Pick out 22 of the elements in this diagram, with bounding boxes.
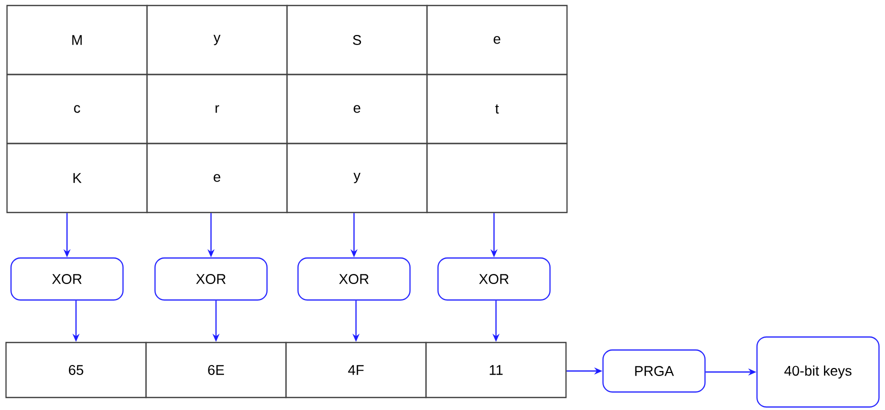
process-box: XOR bbox=[10, 257, 124, 301]
table-cell: y bbox=[286, 142, 428, 214]
table-cell: t bbox=[426, 74, 568, 144]
table-cell: 4F bbox=[285, 342, 427, 398]
table-cell: e bbox=[426, 4, 568, 76]
table-cell: e bbox=[286, 74, 428, 144]
process-box: PRGA bbox=[602, 349, 706, 393]
table-cell: 65 bbox=[5, 342, 147, 398]
table-cell: M bbox=[6, 4, 148, 76]
process-box: 40-bit keys bbox=[756, 336, 880, 408]
table-cell: 6E bbox=[145, 342, 287, 398]
table-cell: y bbox=[146, 4, 288, 76]
process-box: XOR bbox=[437, 257, 551, 301]
process-box: XOR bbox=[297, 257, 411, 301]
table-cell: c bbox=[6, 74, 148, 144]
process-box: XOR bbox=[154, 257, 268, 301]
table-cell: S bbox=[286, 4, 428, 76]
table-cell: 11 bbox=[425, 342, 567, 398]
table-cell: r bbox=[146, 74, 288, 144]
table-cell: e bbox=[146, 142, 288, 214]
table-cell: K bbox=[6, 142, 148, 214]
table-cell bbox=[426, 142, 568, 214]
